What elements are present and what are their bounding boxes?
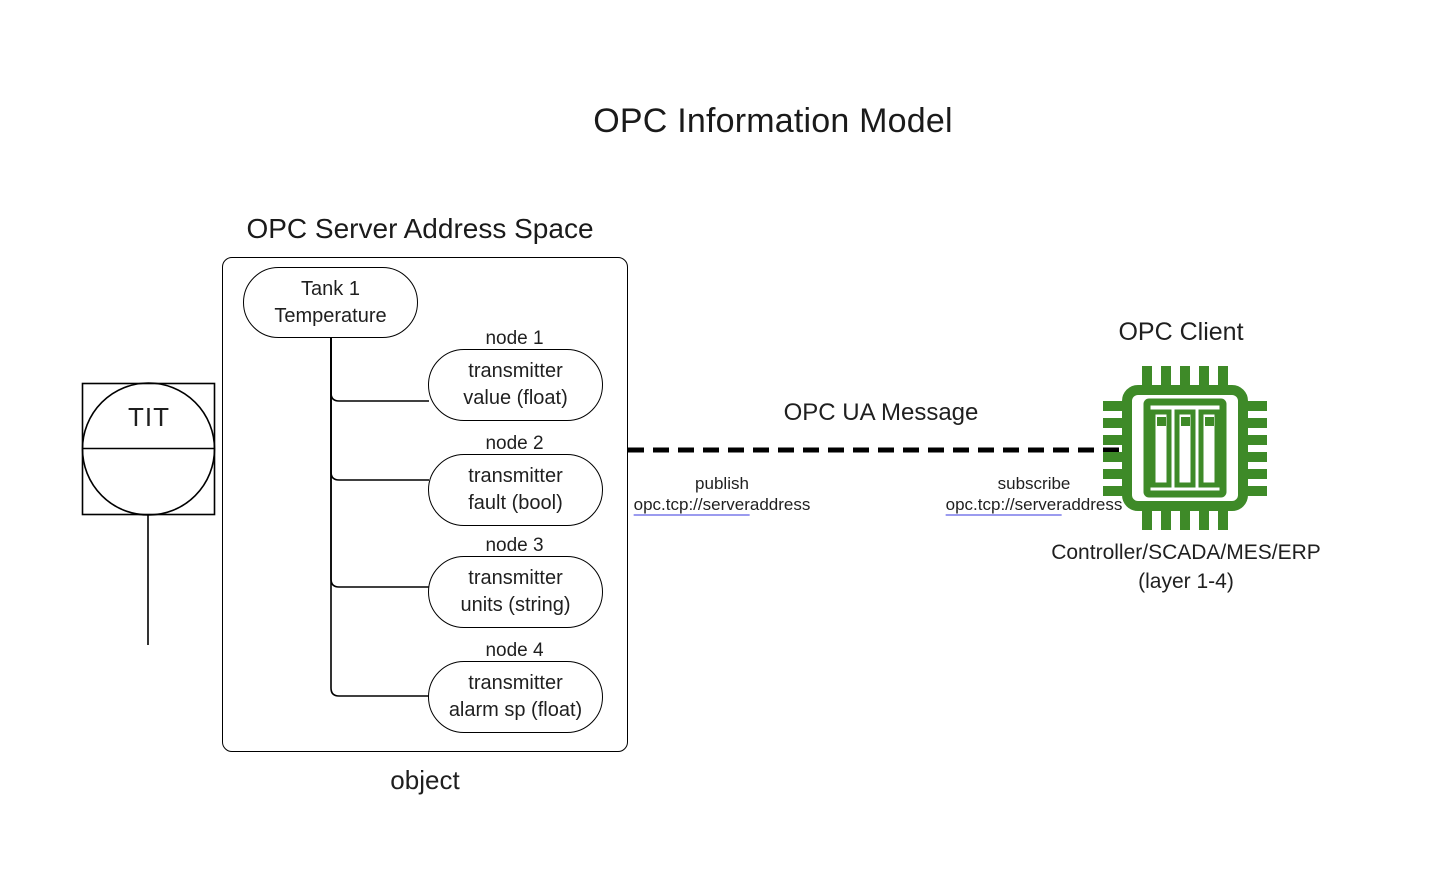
subscribe-label-block: subscribe opc.tcp://serveraddress — [945, 473, 1123, 516]
node-3-label: node 3 — [485, 535, 544, 556]
node-4-line2: alarm sp (float) — [448, 699, 583, 721]
publish-action-label: publish — [695, 474, 749, 493]
subscribe-url[interactable]: opc.tcp://serveraddress — [945, 494, 1123, 516]
client-caption-line2: (layer 1-4) — [1138, 570, 1234, 593]
node-2-label: node 2 — [485, 433, 544, 454]
tit-tag-label: TIT — [128, 402, 170, 432]
publish-label-block: publish opc.tcp://serveraddress — [633, 473, 811, 516]
node-4-line1: transmitter — [468, 672, 563, 694]
chip-register-bars — [1150, 409, 1220, 488]
node-group-3: node 3 transmitter units (string) — [428, 535, 603, 628]
tit-instrument-symbol — [81, 382, 216, 645]
client-caption-block: Controller/SCADA/MES/ERP (layer 1-4) — [1051, 538, 1321, 596]
root-node-line2: Temperature — [274, 304, 387, 327]
subscribe-action-label: subscribe — [997, 474, 1071, 493]
node-1-line2: value (float) — [463, 387, 568, 409]
node-1-label: node 1 — [485, 328, 544, 349]
node-3-shape: transmitter units (string) — [428, 556, 603, 628]
chip-bar-notches — [1157, 417, 1214, 426]
tree-connectors — [330, 336, 429, 697]
root-node-tank1-temperature: Tank 1 Temperature — [243, 267, 418, 338]
publish-url-rest: address — [749, 495, 811, 514]
node-2-line2: fault (bool) — [468, 492, 563, 514]
connector-node-4 — [330, 336, 429, 697]
node-4-label: node 4 — [485, 640, 544, 661]
object-caption: object — [390, 765, 460, 795]
opc-client-heading: OPC Client — [1118, 318, 1244, 346]
node-group-2: node 2 transmitter fault (bool) — [428, 433, 603, 526]
node-2-line1: transmitter — [468, 465, 563, 487]
chip-pins — [1103, 366, 1267, 530]
publish-url-underlined[interactable]: opc.tcp://server — [633, 495, 750, 516]
client-caption-line1: Controller/SCADA/MES/ERP — [1051, 541, 1321, 564]
node-group-4: node 4 transmitter alarm sp (float) — [428, 640, 603, 733]
subscribe-url-underlined[interactable]: opc.tcp://server — [945, 495, 1062, 516]
root-node-line1: Tank 1 — [301, 277, 360, 300]
server-address-space-heading: OPC Server Address Space — [246, 213, 594, 244]
node-group-1: node 1 transmitter value (float) — [428, 328, 603, 421]
node-3-line2: units (string) — [460, 594, 571, 616]
server-address-space-box — [222, 257, 628, 752]
subscribe-url-rest: address — [1061, 495, 1123, 514]
opc-ua-message-label: OPC UA Message — [783, 399, 979, 426]
node-2-shape: transmitter fault (bool) — [428, 454, 603, 526]
node-1-shape: transmitter value (float) — [428, 349, 603, 421]
node-1-line1: transmitter — [468, 360, 563, 382]
publish-url[interactable]: opc.tcp://serveraddress — [633, 494, 811, 516]
cpu-chip-icon — [1103, 366, 1267, 530]
node-3-line1: transmitter — [468, 567, 563, 589]
node-4-shape: transmitter alarm sp (float) — [428, 661, 603, 733]
page-title: OPC Information Model — [593, 102, 953, 140]
